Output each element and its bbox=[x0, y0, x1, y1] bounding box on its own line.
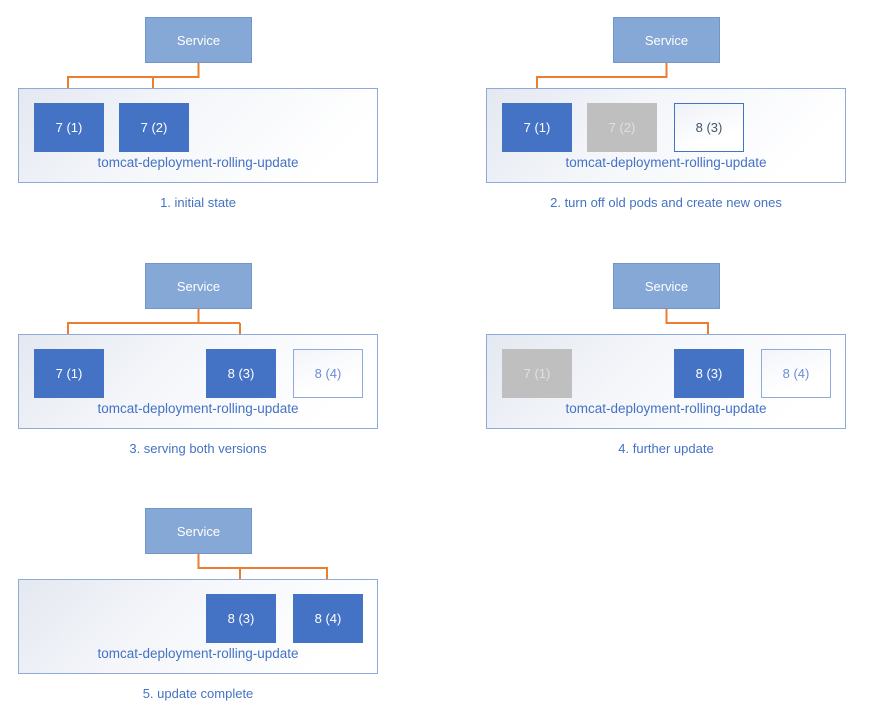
pod-label: 7 (1) bbox=[523, 120, 551, 135]
service-label: Service bbox=[644, 32, 689, 48]
deployment-label: tomcat-deployment-rolling-update bbox=[97, 401, 299, 416]
pod-label: 8 (3) bbox=[695, 366, 723, 381]
pod-label: 7 (1) bbox=[523, 366, 551, 381]
panel-4-further-update: Service 7 (1) 8 (3) 8 (4) tomcat-deploym… bbox=[468, 246, 870, 468]
pod: 8 (4) bbox=[293, 349, 363, 398]
pod-label: 8 (4) bbox=[314, 611, 342, 626]
pod-label: 8 (3) bbox=[227, 611, 255, 626]
service-label: Service bbox=[176, 32, 221, 48]
pod: 8 (4) bbox=[761, 349, 831, 398]
service-label: Service bbox=[176, 523, 221, 539]
pod-label: 7 (2) bbox=[140, 120, 168, 135]
pod: 8 (3) bbox=[206, 594, 276, 643]
service-label: Service bbox=[176, 278, 221, 294]
deployment-box: 8 (3) 8 (4) tomcat-deployment-rolling-up… bbox=[18, 579, 378, 674]
deployment-box: 7 (1) 8 (3) 8 (4) tomcat-deployment-roll… bbox=[18, 334, 378, 429]
pod: 8 (3) bbox=[674, 103, 744, 152]
pod: 7 (2) bbox=[119, 103, 189, 152]
pod-label: 8 (3) bbox=[695, 120, 723, 135]
panel-caption: 3. serving both versions bbox=[129, 441, 267, 456]
deployment-label: tomcat-deployment-rolling-update bbox=[565, 155, 767, 170]
pod: 7 (1) bbox=[34, 103, 104, 152]
pod-label: 8 (4) bbox=[314, 366, 342, 381]
service-box: Service bbox=[145, 17, 252, 63]
pod: 7 (2) bbox=[587, 103, 657, 152]
deployment-label: tomcat-deployment-rolling-update bbox=[565, 401, 767, 416]
pod-label: 8 (3) bbox=[227, 366, 255, 381]
panel-caption: 2. turn off old pods and create new ones bbox=[550, 195, 782, 210]
pod-label: 8 (4) bbox=[782, 366, 810, 381]
pod-label: 7 (2) bbox=[608, 120, 636, 135]
panel-5-update-complete: Service 8 (3) 8 (4) tomcat-deployment-ro… bbox=[0, 491, 420, 713]
pod: 7 (1) bbox=[502, 103, 572, 152]
service-box: Service bbox=[613, 17, 720, 63]
panel-caption: 5. update complete bbox=[142, 686, 254, 701]
deployment-label: tomcat-deployment-rolling-update bbox=[97, 646, 299, 661]
panel-caption: 1. initial state bbox=[160, 195, 236, 210]
service-label: Service bbox=[644, 278, 689, 294]
pod: 7 (1) bbox=[34, 349, 104, 398]
pod: 7 (1) bbox=[502, 349, 572, 398]
pod-label: 7 (1) bbox=[55, 120, 83, 135]
deployment-box: 7 (1) 8 (3) 8 (4) tomcat-deployment-roll… bbox=[486, 334, 846, 429]
panel-2-turn-off-old-pods: Service 7 (1) 7 (2) 8 (3) tomcat-deploym… bbox=[468, 0, 870, 222]
pod: 8 (4) bbox=[293, 594, 363, 643]
panel-caption: 4. further update bbox=[618, 441, 714, 456]
deployment-box: 7 (1) 7 (2) 8 (3) tomcat-deployment-roll… bbox=[486, 88, 846, 183]
service-box: Service bbox=[613, 263, 720, 309]
pod: 8 (3) bbox=[674, 349, 744, 398]
panel-1-initial-state: Service 7 (1) 7 (2) tomcat-deployment-ro… bbox=[0, 0, 420, 222]
panel-3-serving-both-versions: Service 7 (1) 8 (3) 8 (4) tomcat-deploym… bbox=[0, 246, 420, 468]
pod: 8 (3) bbox=[206, 349, 276, 398]
deployment-label: tomcat-deployment-rolling-update bbox=[97, 155, 299, 170]
service-box: Service bbox=[145, 508, 252, 554]
pod-label: 7 (1) bbox=[55, 366, 83, 381]
deployment-box: 7 (1) 7 (2) tomcat-deployment-rolling-up… bbox=[18, 88, 378, 183]
service-box: Service bbox=[145, 263, 252, 309]
